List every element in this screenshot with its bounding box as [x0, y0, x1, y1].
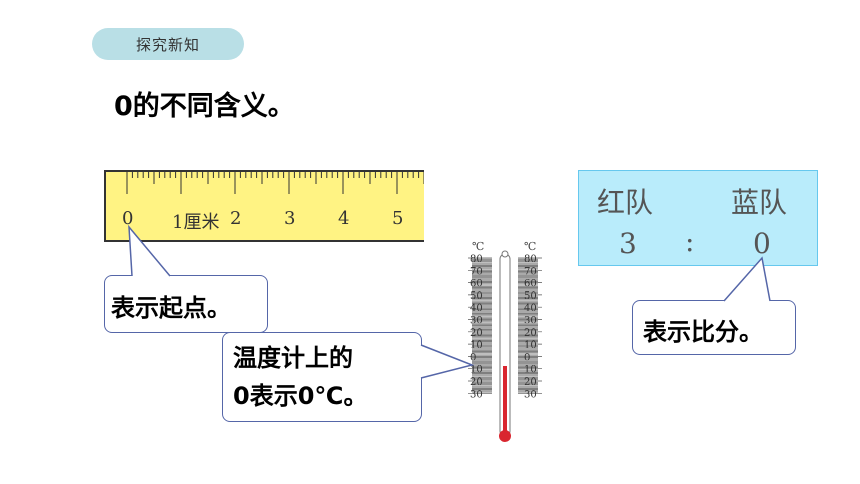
score-note-bubble: 表示比分。 [632, 300, 796, 355]
thermo-label-left: 30 [470, 389, 483, 400]
thermo-label-right: 20 [524, 377, 537, 388]
thermo-label-right: 50 [524, 291, 537, 302]
ruler-note-text: 表示起点。 [111, 294, 231, 322]
red-team-score: 3 [619, 227, 637, 260]
ruler-ticks [126, 172, 424, 194]
blue-team-score: 0 [753, 227, 771, 260]
thermo-label-left: 80 [470, 254, 483, 265]
score-note-pointer [723, 256, 771, 302]
thermo-label-right: 10 [524, 365, 537, 376]
thermo-label-right: 30 [524, 316, 537, 327]
thermo-label-left: 70 [470, 266, 483, 277]
thermo-label-right: 30 [524, 389, 537, 400]
thermo-label-left: 30 [470, 316, 483, 327]
thermometer-note-line2: 0表示0℃。 [233, 382, 368, 410]
ruler-label-2: 2 [230, 208, 242, 229]
thermo-label-right: 80 [524, 254, 537, 265]
score-note-text: 表示比分。 [643, 318, 763, 346]
score-separator: : [685, 225, 695, 258]
ruler-label-3: 3 [284, 208, 296, 229]
thermo-label-right: 0 [524, 352, 530, 363]
ruler: 0 1厘米 2 3 4 5 [104, 170, 424, 242]
thermo-label-left: 10 [470, 340, 483, 351]
thermometer-note-line1: 温度计上的 [233, 344, 353, 372]
thermo-label-left: 0 [470, 352, 476, 363]
thermo-label-left: 10 [470, 365, 483, 376]
thermo-mercury [503, 366, 507, 436]
thermo-label-right: 70 [524, 266, 537, 277]
ruler-label-5: 5 [392, 208, 404, 229]
thermo-unit-left: ℃ [472, 240, 484, 253]
ruler-note-pointer [128, 224, 171, 277]
blue-team-label: 蓝队 [731, 186, 788, 219]
thermo-bulb [499, 430, 511, 442]
page-title: 0的不同含义。 [114, 91, 295, 122]
scoreboard: 红队 蓝队 3 : 0 [578, 170, 818, 266]
thermo-label-right: 40 [524, 303, 537, 314]
thermo-label-left: 40 [470, 303, 483, 314]
ruler-label-0: 0 [122, 208, 134, 229]
thermo-label-right: 10 [524, 340, 537, 351]
ruler-label-4: 4 [338, 208, 350, 229]
thermometer-note-pointer [420, 344, 475, 379]
thermometer-note-bubble: 温度计上的 0表示0℃。 [222, 332, 422, 422]
thermo-unit-right: ℃ [524, 240, 536, 253]
thermo-label-left: 20 [470, 377, 483, 388]
ruler-note-bubble: 表示起点。 [104, 275, 268, 333]
red-team-label: 红队 [597, 186, 654, 219]
thermo-label-left: 50 [470, 291, 483, 302]
thermo-label-left: 60 [470, 279, 483, 290]
thermo-label-right: 60 [524, 279, 537, 290]
ruler-label-1: 1厘米 [172, 212, 220, 233]
thermo-label-left: 20 [470, 328, 483, 339]
section-badge: 探究新知 [92, 28, 244, 60]
thermo-label-right: 20 [524, 328, 537, 339]
